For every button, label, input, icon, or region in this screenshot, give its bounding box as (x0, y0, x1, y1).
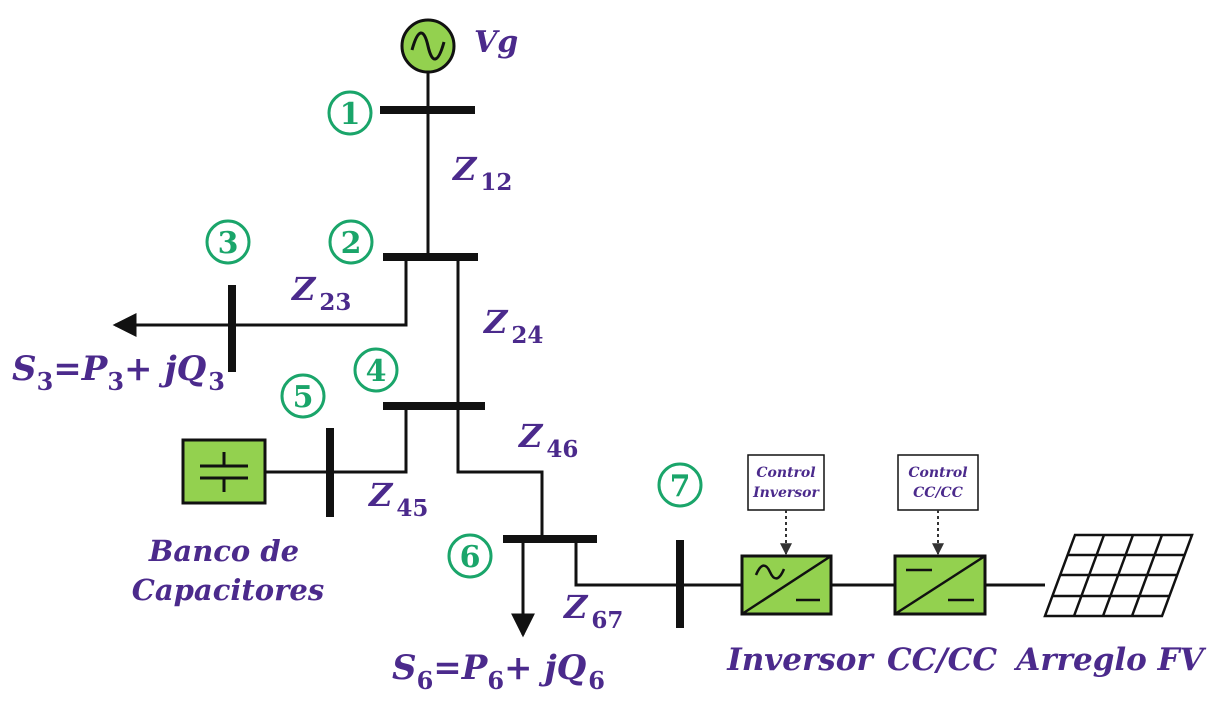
inverter: Inversor (726, 554, 875, 678)
wiring (112, 70, 1045, 638)
control-dcdc-line1: Control (908, 465, 967, 481)
bus-number-3: 3 (205, 219, 251, 265)
dcdc-diagonal (894, 554, 986, 616)
inverter-label: Inversor (726, 642, 875, 678)
bus-number-1: 1 (327, 90, 373, 136)
control-dcdc: Control CC/CC (897, 454, 979, 556)
control-dcdc-box (897, 454, 979, 511)
control-inverter-box (747, 454, 825, 511)
svg-text:5: 5 (293, 380, 314, 415)
bus-number-5: 5 (280, 373, 326, 419)
control-inverter: Control Inversor (747, 454, 825, 556)
svg-text:2: 2 (341, 226, 362, 261)
sine-wave-icon (410, 31, 446, 61)
capacitor-bank-box (181, 438, 267, 505)
load-labels: S3=P3+ jQ3 S6=P6+ jQ6 (12, 349, 605, 695)
line-z67 (574, 539, 680, 587)
control-inverter-line2: Inversor (752, 485, 820, 501)
generator: Vg (400, 18, 518, 74)
svg-text:3: 3 (218, 226, 239, 261)
line-z45 (330, 406, 408, 474)
line-z23 (232, 257, 408, 327)
bus-number-7: 7 (657, 462, 703, 508)
pv-array: Arreglo FV (1013, 533, 1207, 678)
pv-panel-icon (1043, 533, 1194, 618)
svg-text:4: 4 (366, 354, 387, 389)
svg-text:6: 6 (460, 540, 481, 575)
svg-text:7: 7 (670, 469, 691, 504)
line-z46 (456, 406, 544, 539)
bus-number-6: 6 (447, 533, 493, 579)
bus-numbers: 1 2 3 4 5 6 7 (205, 90, 703, 579)
capacitor-icon (200, 452, 248, 492)
capacitor-bank: Banco de Capacitores (132, 438, 324, 607)
inverter-diagonal (741, 554, 832, 616)
load-s3-label: S3=P3+ jQ3 (12, 349, 225, 396)
control-inverter-line1: Control (756, 465, 815, 481)
load-s6-label: S6=P6+ jQ6 (392, 648, 605, 695)
capacitor-bank-label-line2: Capacitores (132, 573, 324, 607)
dcdc-label: CC/CC (887, 642, 997, 678)
control-dcdc-line2: CC/CC (913, 485, 963, 501)
bus-number-4: 4 (353, 347, 399, 393)
svg-text:1: 1 (340, 97, 361, 132)
ac-wave-icon (754, 564, 786, 580)
bus-number-2: 2 (328, 219, 374, 265)
generator-label: Vg (474, 25, 518, 60)
dcdc-converter: CC/CC (887, 554, 997, 678)
capacitor-bank-label-line1: Banco de (148, 534, 299, 568)
bus-bars (228, 106, 684, 628)
pv-array-label: Arreglo FV (1013, 642, 1206, 678)
